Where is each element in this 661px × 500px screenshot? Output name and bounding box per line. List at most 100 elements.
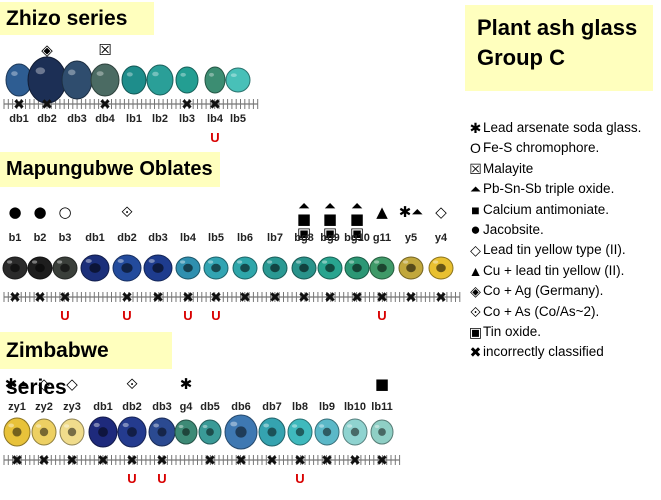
bead-hole [299,263,309,273]
misclassified-mark: ✖ [210,290,222,306]
u-mark: U [122,308,131,323]
bead-symbol: ● [33,203,46,221]
bead-highlight [180,72,186,77]
bead-hole [35,263,45,273]
bead-highlight [63,424,70,428]
bead-hole [206,428,214,436]
bead-hole [157,427,167,437]
misclassified-mark: ✖ [59,290,71,306]
bead-label: db2 [122,401,142,413]
plant-title-line2: Group C [477,45,565,70]
bead-label: lb5 [230,113,246,125]
legend-text: Lead tin yellow type (II). [483,242,626,258]
legend-row: ■Calcium antimoniate. [468,200,661,220]
misclassified-mark: ✖ [298,290,310,306]
legend-text: Calcium antimoniate. [483,201,610,217]
bead-highlight [6,260,13,264]
triangle-hat-icon: ⏶ [469,181,482,198]
bead-symbol-triple-oxide: ⏶ [351,197,363,215]
bead-label: db3 [148,232,168,244]
bead [225,67,251,93]
misclassified-mark: ✖ [269,290,281,306]
bead [90,63,120,97]
legend-row: ●Jacobsite. [468,220,661,240]
legend-text: Malayite [483,160,534,176]
misclassified-mark: ✖ [121,290,133,306]
bead-label: lb9 [319,401,335,413]
legend-row: ✱Lead arsenate soda glass. [468,118,661,138]
bead-highlight [96,71,104,76]
bead-hole [127,427,137,437]
bead-label: bg8 [294,232,314,244]
bead-highlight [152,71,159,77]
bead-symbol: ◈ [41,41,53,59]
diamond-boxed-icon: ◈ [470,283,481,300]
bead-hole [240,263,250,273]
bead-hole [39,427,49,437]
bead-symbol: ✱⏶ [5,375,30,393]
bead-symbol: ◇ [435,203,447,221]
bead-hole [183,263,193,273]
bead-highlight [35,67,46,75]
bead-highlight [230,421,238,427]
bead-highlight [178,424,184,429]
bead-highlight [202,424,208,429]
bead-symbol-antimoniate: ■ [350,210,364,228]
legend-text: Jacobsite. [483,222,544,238]
bead-hole [12,427,22,437]
bead-highlight [35,424,42,428]
filled-circle-icon: ● [470,220,481,240]
legend-text: Fe-S chromophore. [483,140,600,156]
bead-hole [377,263,387,273]
u-mark: U [377,308,386,323]
bead-label: zy1 [8,401,26,413]
u-mark: U [127,471,136,486]
bead-hole [182,428,190,436]
misclassified-mark: ✖ [34,290,46,306]
legend-text: Lead arsenate soda glass. [483,120,642,135]
mapungubwe-oblates-title: Mapungubwe Oblates [0,152,220,187]
legend-row: ⏶Pb-Sn-Sb triple oxide. [468,179,661,199]
bead [121,65,147,95]
legend-text: Co + Ag (Germany). [483,283,604,299]
bead-highlight [230,73,237,77]
bead-label: zy3 [63,401,81,413]
bead-hole [121,263,133,273]
u-mark: U [183,308,192,323]
legend-row: ◈Co + Ag (Germany). [468,281,661,301]
misclassified-mark: ✖ [239,290,251,306]
bead-highlight [93,422,100,428]
bead-hole [67,427,77,437]
misclassified-mark: ✖ [376,453,388,469]
boxed-x-icon: ☒ [469,160,482,177]
bead-label: lb6 [237,232,253,244]
bead-label: lb7 [267,232,283,244]
bead-highlight [122,422,129,428]
bead-symbol-antimoniate: ■ [297,210,311,228]
u-mark: U [210,130,219,145]
misclassified-mark: ✖ [209,97,221,113]
bead-label: y4 [435,232,448,244]
bead-label: g4 [180,401,194,413]
bead-highlight [348,260,355,264]
u-mark: U [157,471,166,486]
bead [204,66,226,94]
misclassified-mark: ✖ [156,453,168,469]
bead-highlight [318,424,325,428]
bead-hole [267,427,277,437]
bead-symbol-antimoniate: ■ [323,210,337,228]
bead-label: lb4 [180,232,197,244]
misclassified-mark: ✖ [97,453,109,469]
diamond-dot-icon: ⟐ [469,303,482,320]
bead-label: db1 [9,113,29,125]
misclassified-mark: ✖ [435,290,447,306]
bead-symbol-tin-oxide: ▣ [297,224,311,242]
bead-hole [270,263,280,273]
misclassified-mark: ✖ [266,453,278,469]
misclassified-mark: ✖ [321,453,333,469]
misclassified-mark: ✖ [99,97,111,113]
misclassified-mark: ✖ [294,453,306,469]
bead-label: db3 [152,401,172,413]
